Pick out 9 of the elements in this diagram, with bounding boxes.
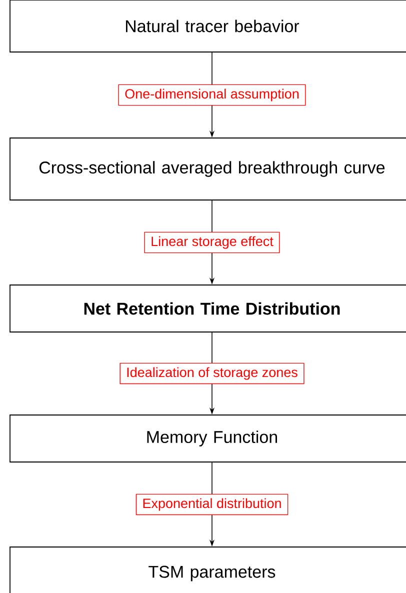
process-box: Net Retention Time Distribution [10, 284, 406, 332]
edge-label: Exponential distribution [143, 498, 281, 511]
edge-label: Idealization of storage zones [127, 367, 298, 380]
edge-label: Linear storage effect [152, 236, 274, 249]
process-box: Cross-sectional averaged breakthrough curve [10, 138, 406, 200]
edge-label: One-dimensional assumption [125, 88, 298, 102]
process-box: Memory Function [10, 414, 406, 462]
process-box: TSM parameters [10, 546, 406, 593]
process-box: Natural tracer bebavior [10, 0, 406, 52]
